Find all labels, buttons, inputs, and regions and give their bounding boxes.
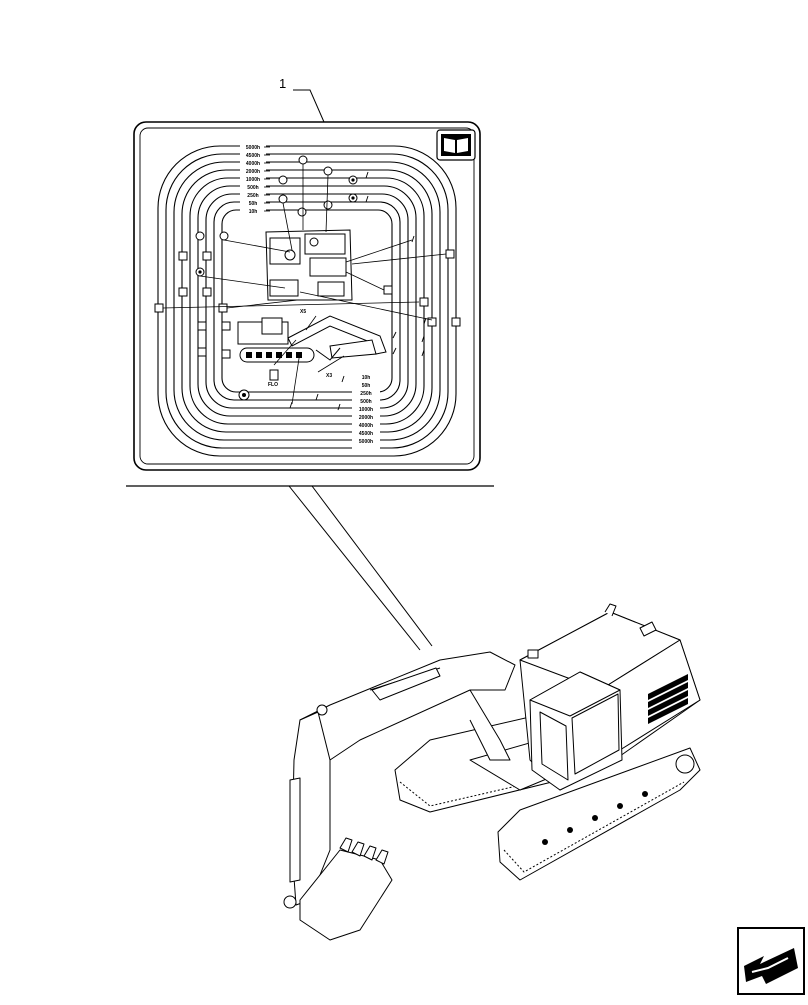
interval-label: 10h [249,209,258,215]
excavator-drawing [283,603,701,941]
interval-label: 1000h [246,177,260,183]
interval-label: 2000h [359,415,373,421]
interval-label: 1000h [359,407,373,413]
interval-label: 250h [360,391,371,397]
maintenance-point-symbols [154,155,461,401]
interval-label: 5000h [246,145,260,151]
interval-label: 50h [249,201,258,207]
interval-label: 500h [247,185,258,191]
decal-leader-lines [162,164,447,405]
interval-label: 10h [362,375,371,381]
interval-labels-top: 5000h 4500h 4000h 2000h 1000h 500h 250h … [246,145,260,215]
operator-manual-icon [436,129,476,161]
interval-label: 50h [362,383,371,389]
interval-label: 250h [247,193,258,199]
machine-side-view [237,315,387,363]
point-label-x5: X5 [300,309,306,315]
interval-label: 4500h [359,431,373,437]
interval-label: 4000h [246,161,260,167]
interval-label: 4500h [246,153,260,159]
machine-top-view [265,229,353,301]
location-lines [288,485,433,651]
interval-label: 500h [360,399,371,405]
interval-label: 5000h [359,439,373,445]
callout-number: 1 [279,76,287,91]
maintenance-decal: 5000h 4500h 4000h 2000h 1000h 500h 250h … [133,121,481,471]
interval-label: 2000h [246,169,260,175]
interval-labels-bottom: 10h 50h 250h 500h 1000h 2000h 4000h 4500… [359,375,373,445]
next-page-arrow-icon[interactable] [737,927,805,995]
callout-leader-line [293,89,325,123]
interval-label: 4000h [359,423,373,429]
point-label-fuel: FLO [268,382,278,388]
point-label-x3: X3 [326,373,332,379]
